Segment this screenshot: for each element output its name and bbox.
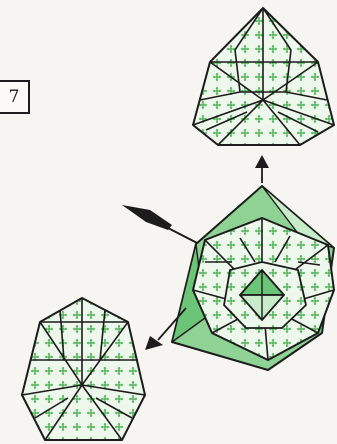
- model-in-progress: [172, 186, 334, 370]
- finished-model-top: [193, 8, 334, 145]
- finished-model-bottom: [22, 298, 145, 440]
- push-arrow: [122, 205, 205, 247]
- arrow-up: [255, 155, 269, 183]
